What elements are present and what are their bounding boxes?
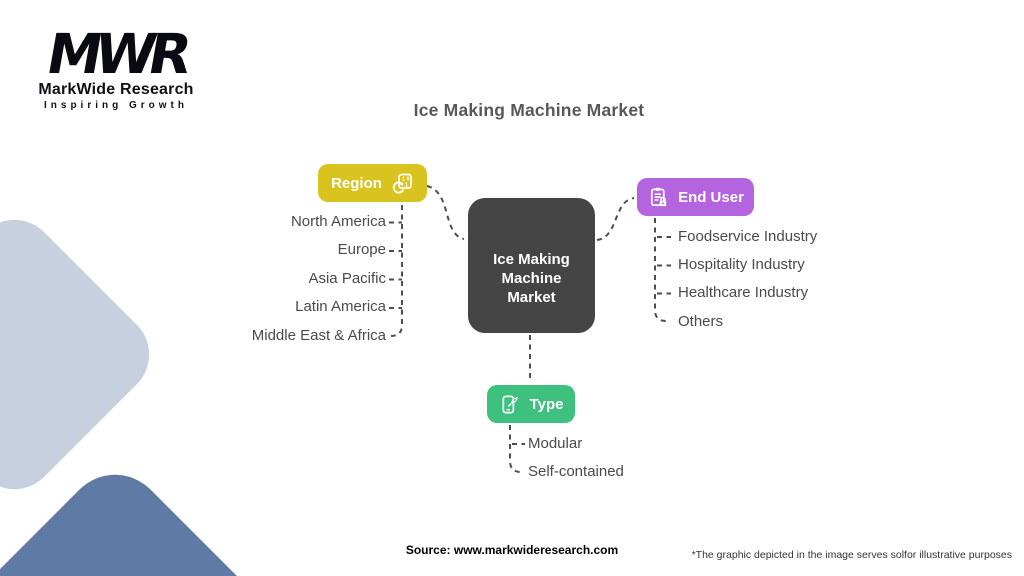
list-item: Healthcare Industry [678,284,809,302]
list-item: Others [678,312,724,330]
region-item-list: North America Europe Asia Pacific Latin … [252,208,386,350]
list-item: Hospitality Industry [678,256,805,274]
end-user-node-label: End User [678,188,744,206]
svg-text:1 0: 1 0 [402,177,410,183]
branch-node-region: Region 1 0 1 [318,164,427,202]
logo-tagline: Inspiring Growth [44,100,188,112]
type-node-label: Type [529,395,564,413]
clipboard-lock-icon [650,187,667,206]
brand-logo: MWR MarkWide Research Inspiring Growth [36,22,196,112]
list-item: Foodservice Industry [678,228,818,245]
decor-diamond-light [0,202,167,507]
branch-node-end-user: End User [637,178,754,216]
type-item-list: Modular Self-contained [528,430,624,486]
list-item: Self-contained [528,463,624,480]
list-item: Middle East & Africa [251,326,386,344]
end-user-item-list: Foodservice Industry Hospitality Industr… [678,223,817,336]
phone-rocket-icon [501,394,518,414]
svg-text:1: 1 [405,182,408,188]
central-market-node: Ice Making Machine Market [468,198,595,333]
branch-node-type: Type [487,385,575,423]
region-node-label: Region [331,174,382,192]
list-item: North America [290,213,386,230]
list-item: Europe [337,241,386,259]
list-item: Latin America [295,298,386,316]
list-item: Modular [528,435,583,452]
logo-monogram: MWR [42,22,191,86]
data-refresh-icon: 1 0 1 [392,173,412,194]
logo-name: MarkWide Research [38,81,194,99]
page-title: Ice Making Machine Market [413,100,645,120]
source-text: Source: www.markwideresearch.com [405,543,619,557]
list-item: Asia Pacific [308,269,386,287]
disclaimer-text: *The graphic depicted in the image serve… [691,549,1012,561]
central-market-label: Ice Making Machine Market [493,250,570,307]
